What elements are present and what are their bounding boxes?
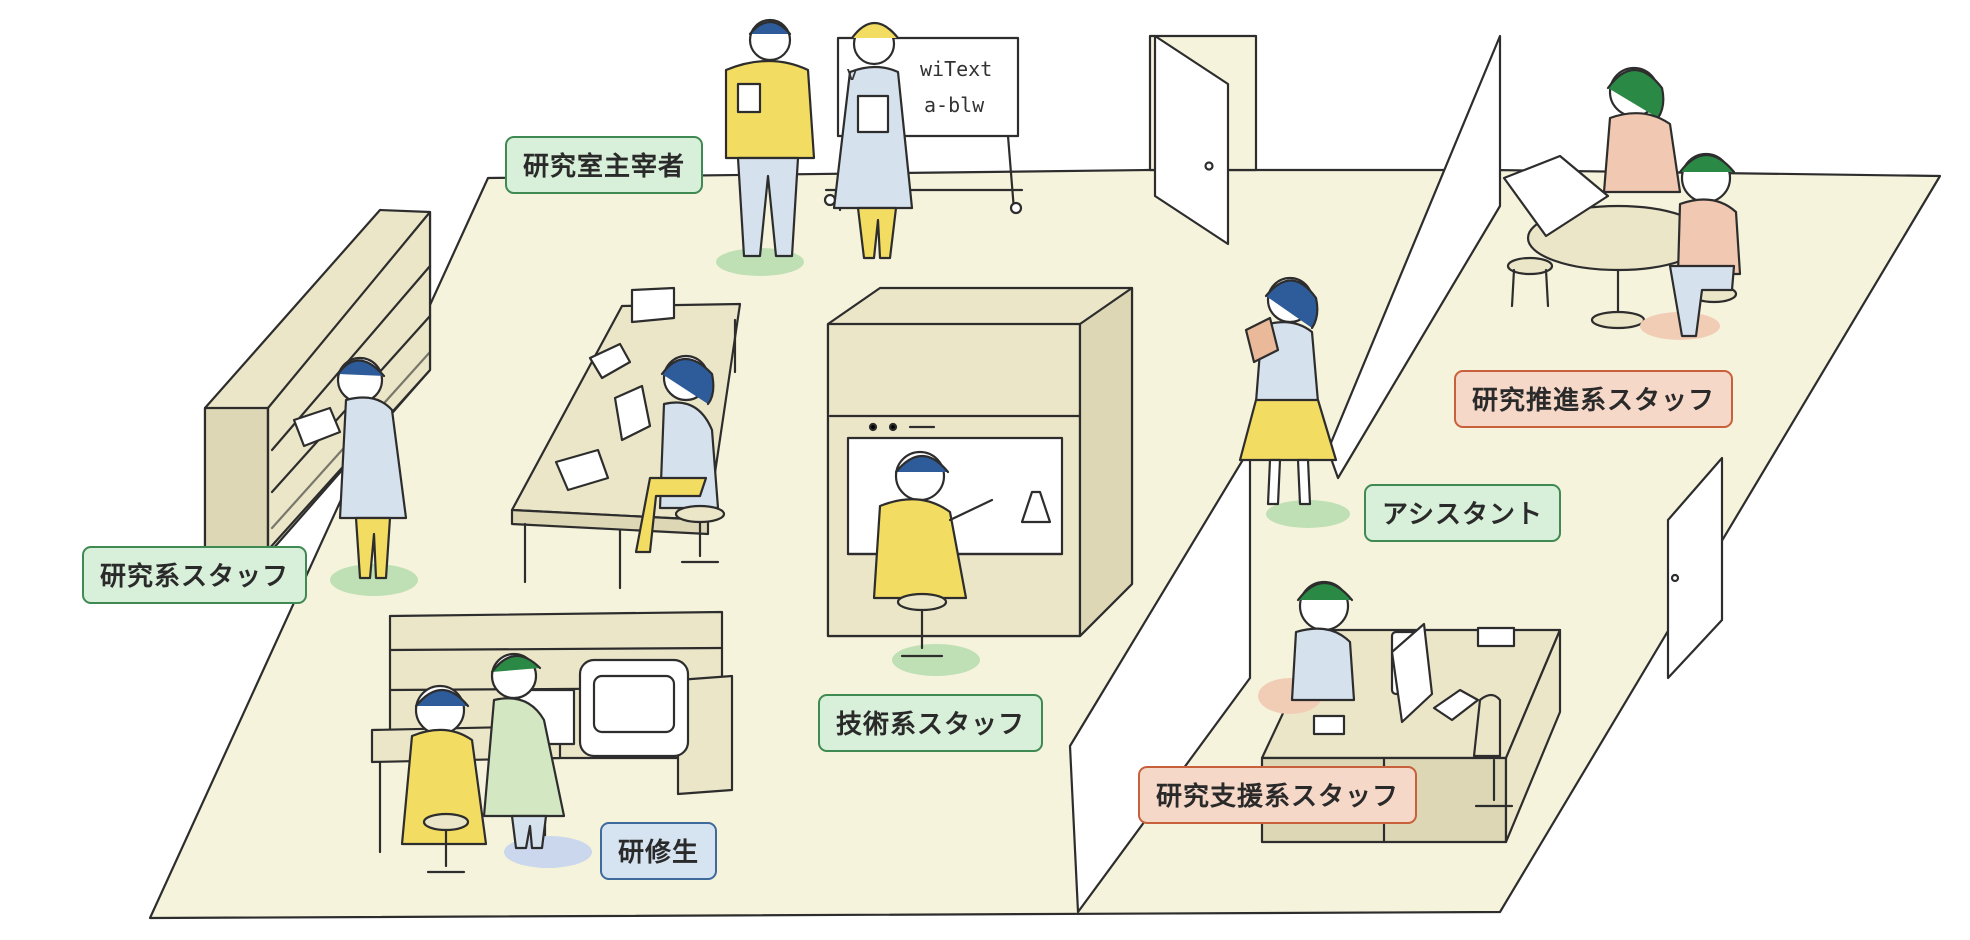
office-chair	[1472, 693, 1514, 808]
person-principal-investigator	[724, 18, 816, 258]
person-trainee-yellow	[400, 684, 488, 874]
person-colleague-at-whiteboard	[832, 22, 914, 260]
label-assistant: アシスタント	[1364, 484, 1561, 542]
person-support-staff	[1290, 580, 1356, 702]
floor-shadow-research-staff	[330, 564, 418, 596]
whiteboard-text-3: a-blw	[924, 93, 985, 117]
whiteboard-text-2: wiText	[920, 57, 992, 81]
floor-shadow-assistant	[1266, 500, 1350, 528]
person-research-staff	[292, 356, 408, 580]
partition-wall-middle	[1068, 446, 1252, 914]
whiteboard-text-1: v	[846, 61, 858, 85]
label-research-staff: 研究系スタッフ	[82, 546, 308, 604]
person-technical-staff	[872, 450, 994, 658]
person-trainee-green	[482, 652, 566, 850]
floor-shadow-technical-staff	[892, 644, 980, 676]
person-promotion-staff-green-hair	[1668, 152, 1742, 338]
label-research-promotion-staff: 研究推進系スタッフ	[1454, 370, 1734, 428]
label-principal-investigator: 研究室主宰者	[505, 136, 704, 194]
label-research-support-staff: 研究支援系スタッフ	[1138, 766, 1418, 824]
partition-wall-right-top	[1326, 34, 1502, 480]
lab-bench	[370, 610, 734, 854]
person-promotion-staff-pink	[1602, 66, 1682, 194]
fume-hood	[826, 286, 1134, 638]
person-at-desk	[634, 354, 726, 564]
label-technical-staff: 技術系スタッフ	[818, 694, 1044, 752]
person-assistant	[1238, 276, 1338, 506]
back-door	[1148, 34, 1258, 246]
right-door	[1666, 456, 1724, 680]
label-trainee: 研修生	[600, 822, 718, 880]
